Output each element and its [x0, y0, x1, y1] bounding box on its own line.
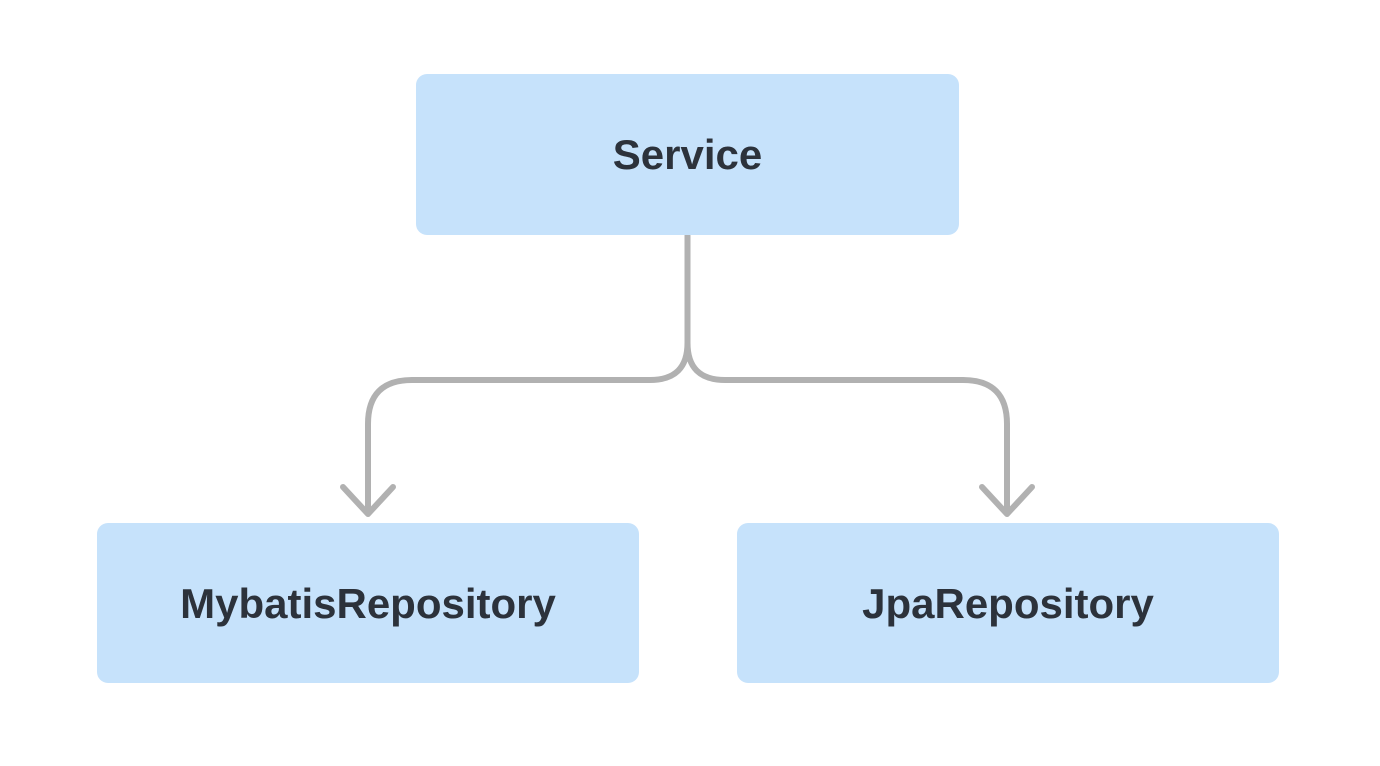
- node-mybatis-repository: [97, 523, 639, 683]
- edge-service-to-jpa-repository: [684, 233, 1010, 515]
- node-jpa-repository-label: JpaRepository: [862, 580, 1154, 627]
- edge-service-to-mybatis-repository: [365, 233, 691, 515]
- node-service-label: Service: [613, 131, 762, 178]
- node-mybatis-repository-label: MybatisRepository: [180, 580, 556, 627]
- node-service: [416, 74, 959, 235]
- arrowhead-icon: [340, 484, 396, 517]
- node-jpa-repository: [737, 523, 1279, 683]
- arrowhead-icon: [979, 484, 1035, 517]
